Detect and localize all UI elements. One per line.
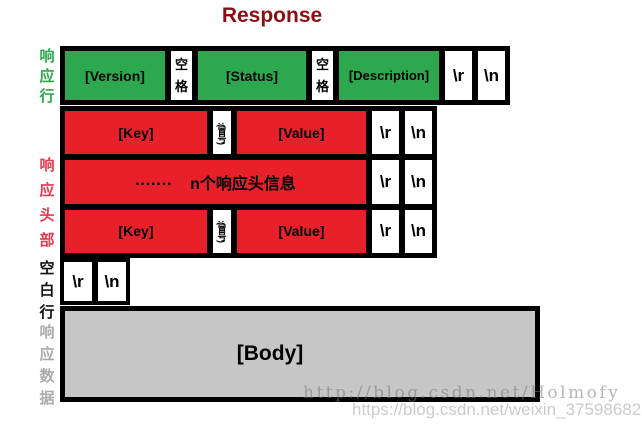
header-row: [Key] :(冒号) [Value] \r \n [65, 209, 432, 253]
label-response-headers: 响应头部 [39, 157, 55, 249]
version-cell: [Version] [65, 51, 165, 100]
space-cell: 空格 [171, 51, 192, 100]
key-cell: [Key] [65, 111, 207, 155]
carriage-return-cell: \r [445, 51, 472, 100]
line-feed-cell: \n [98, 262, 126, 301]
key-cell: [Key] [65, 209, 207, 253]
watermark-old-url: http://blog.csdn.net/Holmofy [303, 383, 621, 403]
page-title: Response [221, 4, 323, 27]
carriage-return-cell: \r [64, 262, 92, 301]
label-blank-line: 空白行 [39, 260, 55, 321]
description-cell: [Description] [339, 51, 439, 100]
colon-cell: :(冒号) [213, 111, 231, 155]
response-line-row: [Version] 空格 [Status] 空格 [Description] \… [60, 46, 510, 105]
line-feed-cell: \n [405, 160, 432, 204]
value-cell: [Value] [237, 209, 366, 253]
carriage-return-cell: \r [372, 160, 399, 204]
value-cell: [Value] [237, 111, 366, 155]
line-feed-cell: \n [405, 209, 432, 253]
label-response-data: 响应数据 [39, 324, 55, 407]
header-summary-row: ······· n个响应头信息 \r \n [65, 160, 432, 204]
carriage-return-cell: \r [372, 209, 399, 253]
label-response-line: 响应行 [39, 48, 55, 105]
response-headers-block: [Key] :(冒号) [Value] \r \n ······· n个响应头信… [60, 106, 437, 258]
status-cell: [Status] [198, 51, 306, 100]
space-cell: 空格 [312, 51, 333, 100]
carriage-return-cell: \r [372, 111, 399, 155]
line-feed-cell: \n [478, 51, 505, 100]
body-cell: [Body] [60, 306, 540, 402]
n-headers-cell: ······· n个响应头信息 [65, 160, 366, 204]
blank-line-row: \r \n [60, 258, 130, 305]
watermark-csdn-url: https://blog.csdn.net/weixin_37598682 [352, 400, 642, 419]
colon-cell: :(冒号) [213, 209, 231, 253]
header-row: [Key] :(冒号) [Value] \r \n [65, 111, 432, 155]
line-feed-cell: \n [405, 111, 432, 155]
